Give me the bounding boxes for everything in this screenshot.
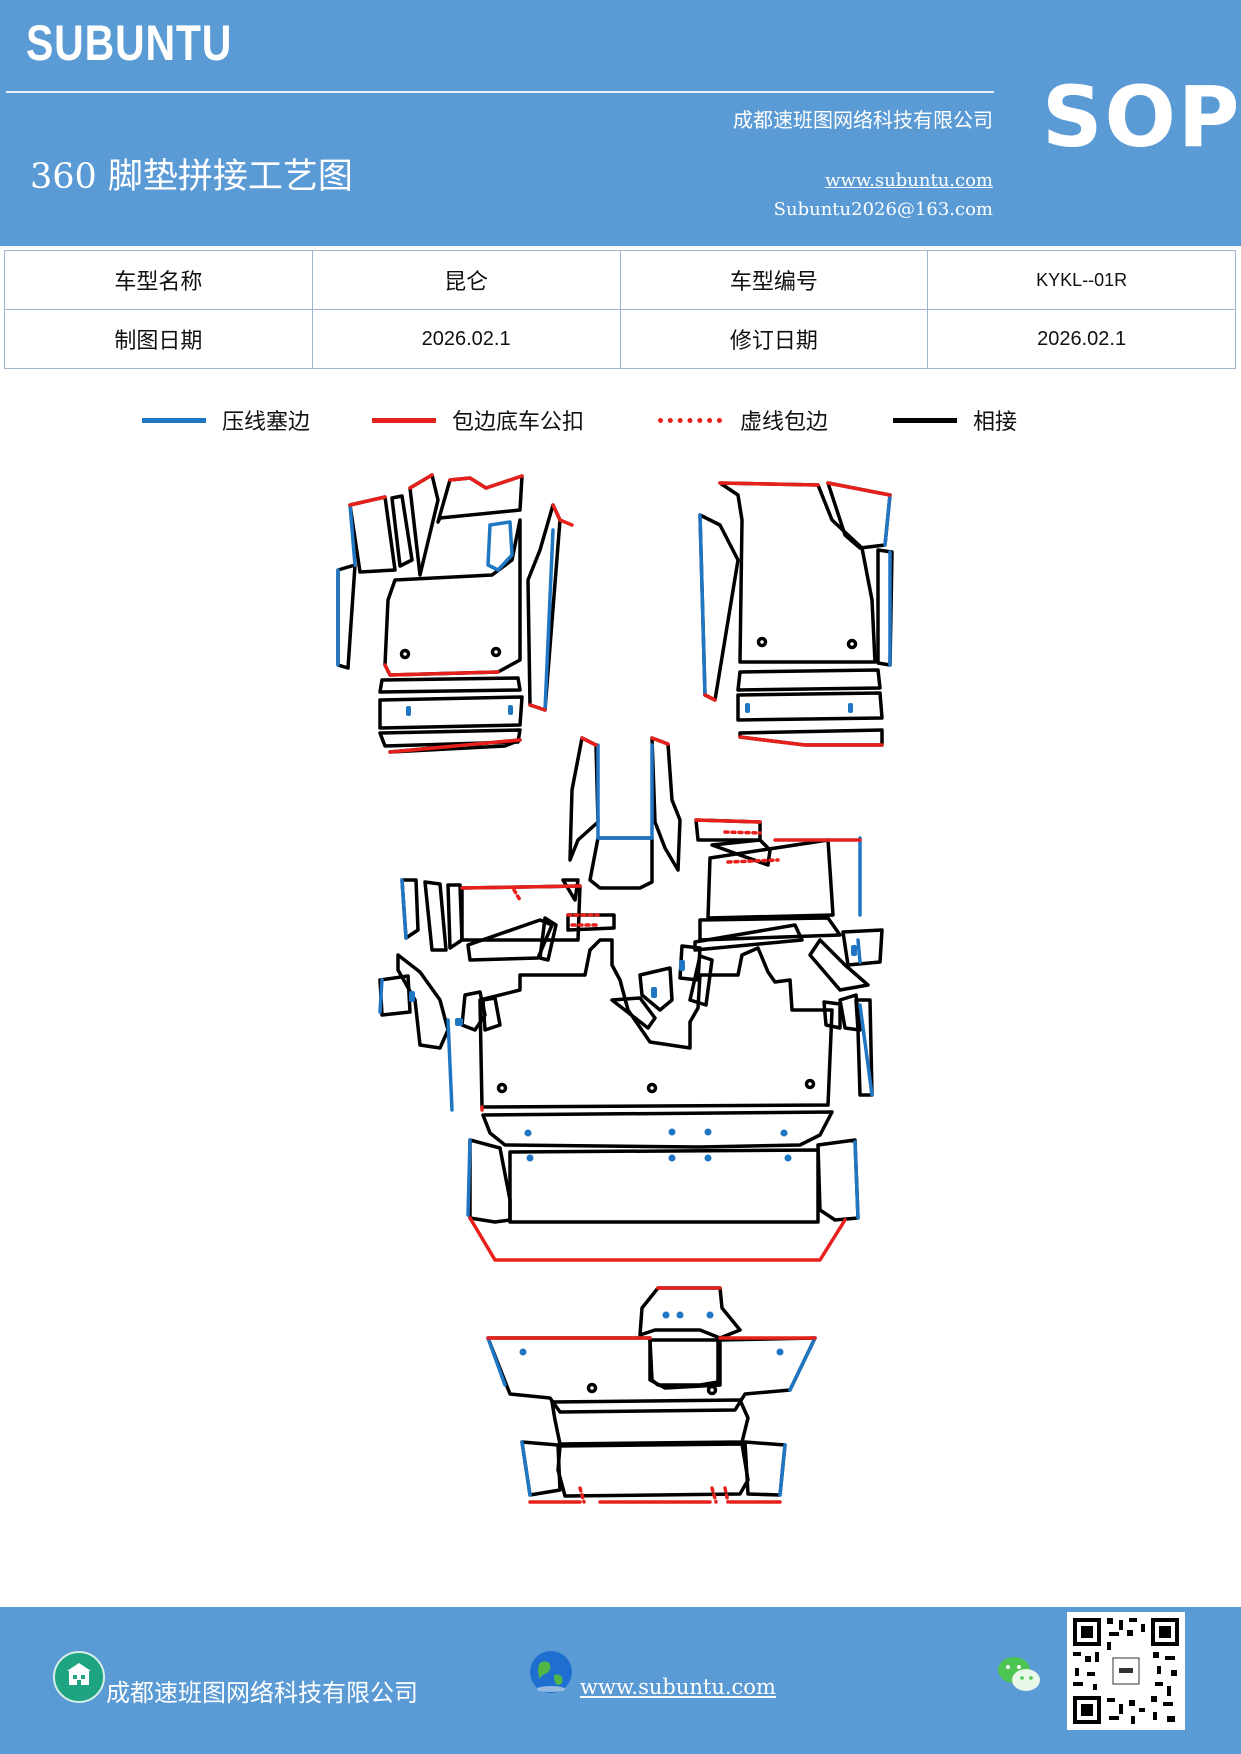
red-edges	[348, 473, 892, 1504]
header-banner: SUBUNTU 成都速班图网络科技有限公司 360 脚垫拼接工艺图 www.su…	[0, 0, 1241, 246]
building-icon	[53, 1651, 105, 1703]
legend-item-black: 相接	[893, 398, 1017, 442]
blue-edges	[336, 493, 892, 1497]
legend-swatch-red-dotted	[658, 417, 722, 423]
draw-date-label: 制图日期	[4, 309, 313, 369]
footer-banner: 成都速班图网络科技有限公司 www.subuntu.com	[0, 1607, 1241, 1754]
revise-date-label: 修订日期	[619, 309, 929, 369]
legend-swatch-black-solid	[893, 417, 957, 423]
center-right-mats	[693, 818, 884, 992]
legend-label: 相接	[973, 410, 1018, 435]
legend-item-blue: 压线塞边	[142, 398, 310, 442]
footer-company: 成都速班图网络科技有限公司	[106, 1679, 418, 1707]
qr-code[interactable]	[1067, 1612, 1185, 1730]
header-url-link[interactable]: www.subuntu.com	[825, 170, 993, 191]
legend: 压线塞边 包边底车公扣 虚线包边 相接	[0, 398, 1241, 442]
globe-icon	[528, 1649, 574, 1695]
header-divider	[6, 91, 994, 93]
model-code-label: 车型编号	[619, 250, 929, 310]
brand-logo: SUBUNTU	[26, 15, 233, 71]
header-company: 成都速班图网络科技有限公司	[733, 108, 993, 132]
table-row: 车型名称 昆仑 车型编号 KYKL--01R	[4, 250, 1236, 310]
center-console-mat	[568, 736, 682, 890]
red-dotted-edges	[512, 830, 780, 1504]
legend-label: 压线塞边	[222, 410, 311, 435]
sop-badge: SOP	[1042, 68, 1241, 166]
legend-swatch-blue-solid	[142, 417, 206, 423]
blue-markers	[406, 703, 857, 1356]
footer-url-link[interactable]: www.subuntu.com	[580, 1675, 776, 1699]
revise-date-value: 2026.02.1	[927, 309, 1236, 369]
legend-label: 虚线包边	[740, 410, 829, 435]
wechat-icon	[995, 1653, 1043, 1697]
center-left-mats	[378, 878, 874, 1224]
table-row: 制图日期 2026.02.1 修订日期 2026.02.1	[4, 309, 1236, 369]
front-right-mat	[698, 481, 894, 747]
trunk-mat	[486, 1286, 817, 1498]
legend-item-red: 包边底车公扣	[372, 398, 584, 442]
legend-swatch-red-solid	[372, 417, 436, 423]
model-name-value: 昆仑	[311, 250, 621, 310]
header-email: Subuntu2026@163.com	[773, 199, 993, 220]
floor-mat-diagram	[336, 473, 894, 1504]
page-title: 360 脚垫拼接工艺图	[30, 157, 353, 197]
draw-date-value: 2026.02.1	[311, 309, 621, 369]
model-name-label: 车型名称	[4, 250, 313, 310]
legend-item-red-dotted: 虚线包边	[658, 398, 828, 442]
front-left-mat	[336, 473, 562, 754]
vehicle-info-table: 车型名称 昆仑 车型编号 KYKL--01R 制图日期 2026.02.1 修订…	[4, 250, 1236, 369]
legend-label: 包边底车公扣	[452, 410, 585, 435]
model-code-value: KYKL--01R	[927, 250, 1236, 310]
